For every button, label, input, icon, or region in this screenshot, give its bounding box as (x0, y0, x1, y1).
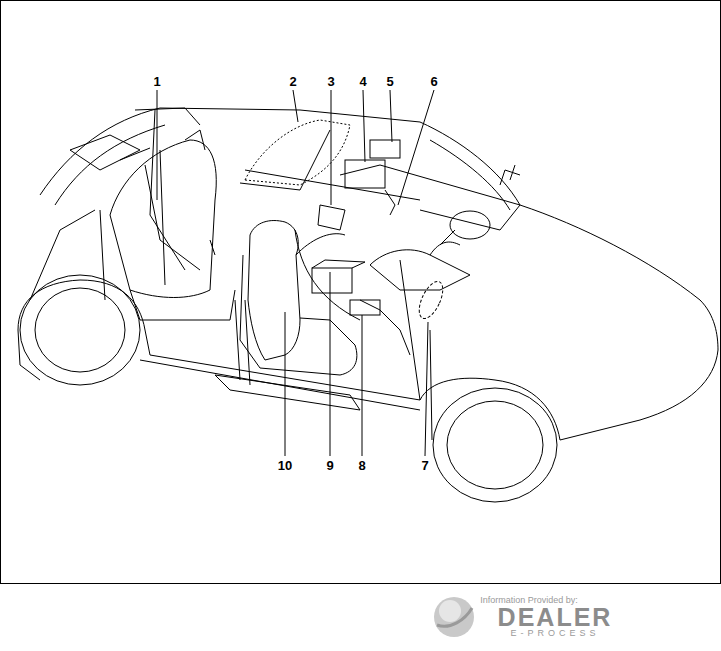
callout-number: 7 (419, 458, 430, 473)
seat-belt (150, 110, 360, 320)
leader-line (157, 90, 434, 456)
rear-seat (110, 130, 235, 320)
driver-seat (360, 211, 490, 355)
callout-number: 6 (428, 74, 439, 89)
callout-number: 9 (324, 458, 335, 473)
watermark-text: E-PROCESS (510, 629, 599, 638)
watermark-text: DEALER (498, 605, 613, 630)
callout-number: 5 (384, 74, 395, 89)
wheel (20, 275, 557, 502)
airbag-module (240, 130, 330, 190)
car-body (18, 108, 718, 440)
logo-globe (434, 597, 474, 637)
callout-number: 2 (287, 74, 298, 89)
control-unit (312, 140, 400, 315)
front-seat (240, 221, 357, 375)
callout-number: 1 (151, 74, 162, 89)
frame (1, 1, 721, 584)
callout-number: 8 (356, 458, 367, 473)
callout-number: 4 (357, 74, 368, 89)
watermark-text: Information Provided by: (480, 596, 578, 605)
callout-number: 10 (276, 458, 294, 473)
callout-number: 3 (325, 74, 336, 89)
sensor-area (414, 278, 447, 322)
airbag (245, 120, 350, 185)
